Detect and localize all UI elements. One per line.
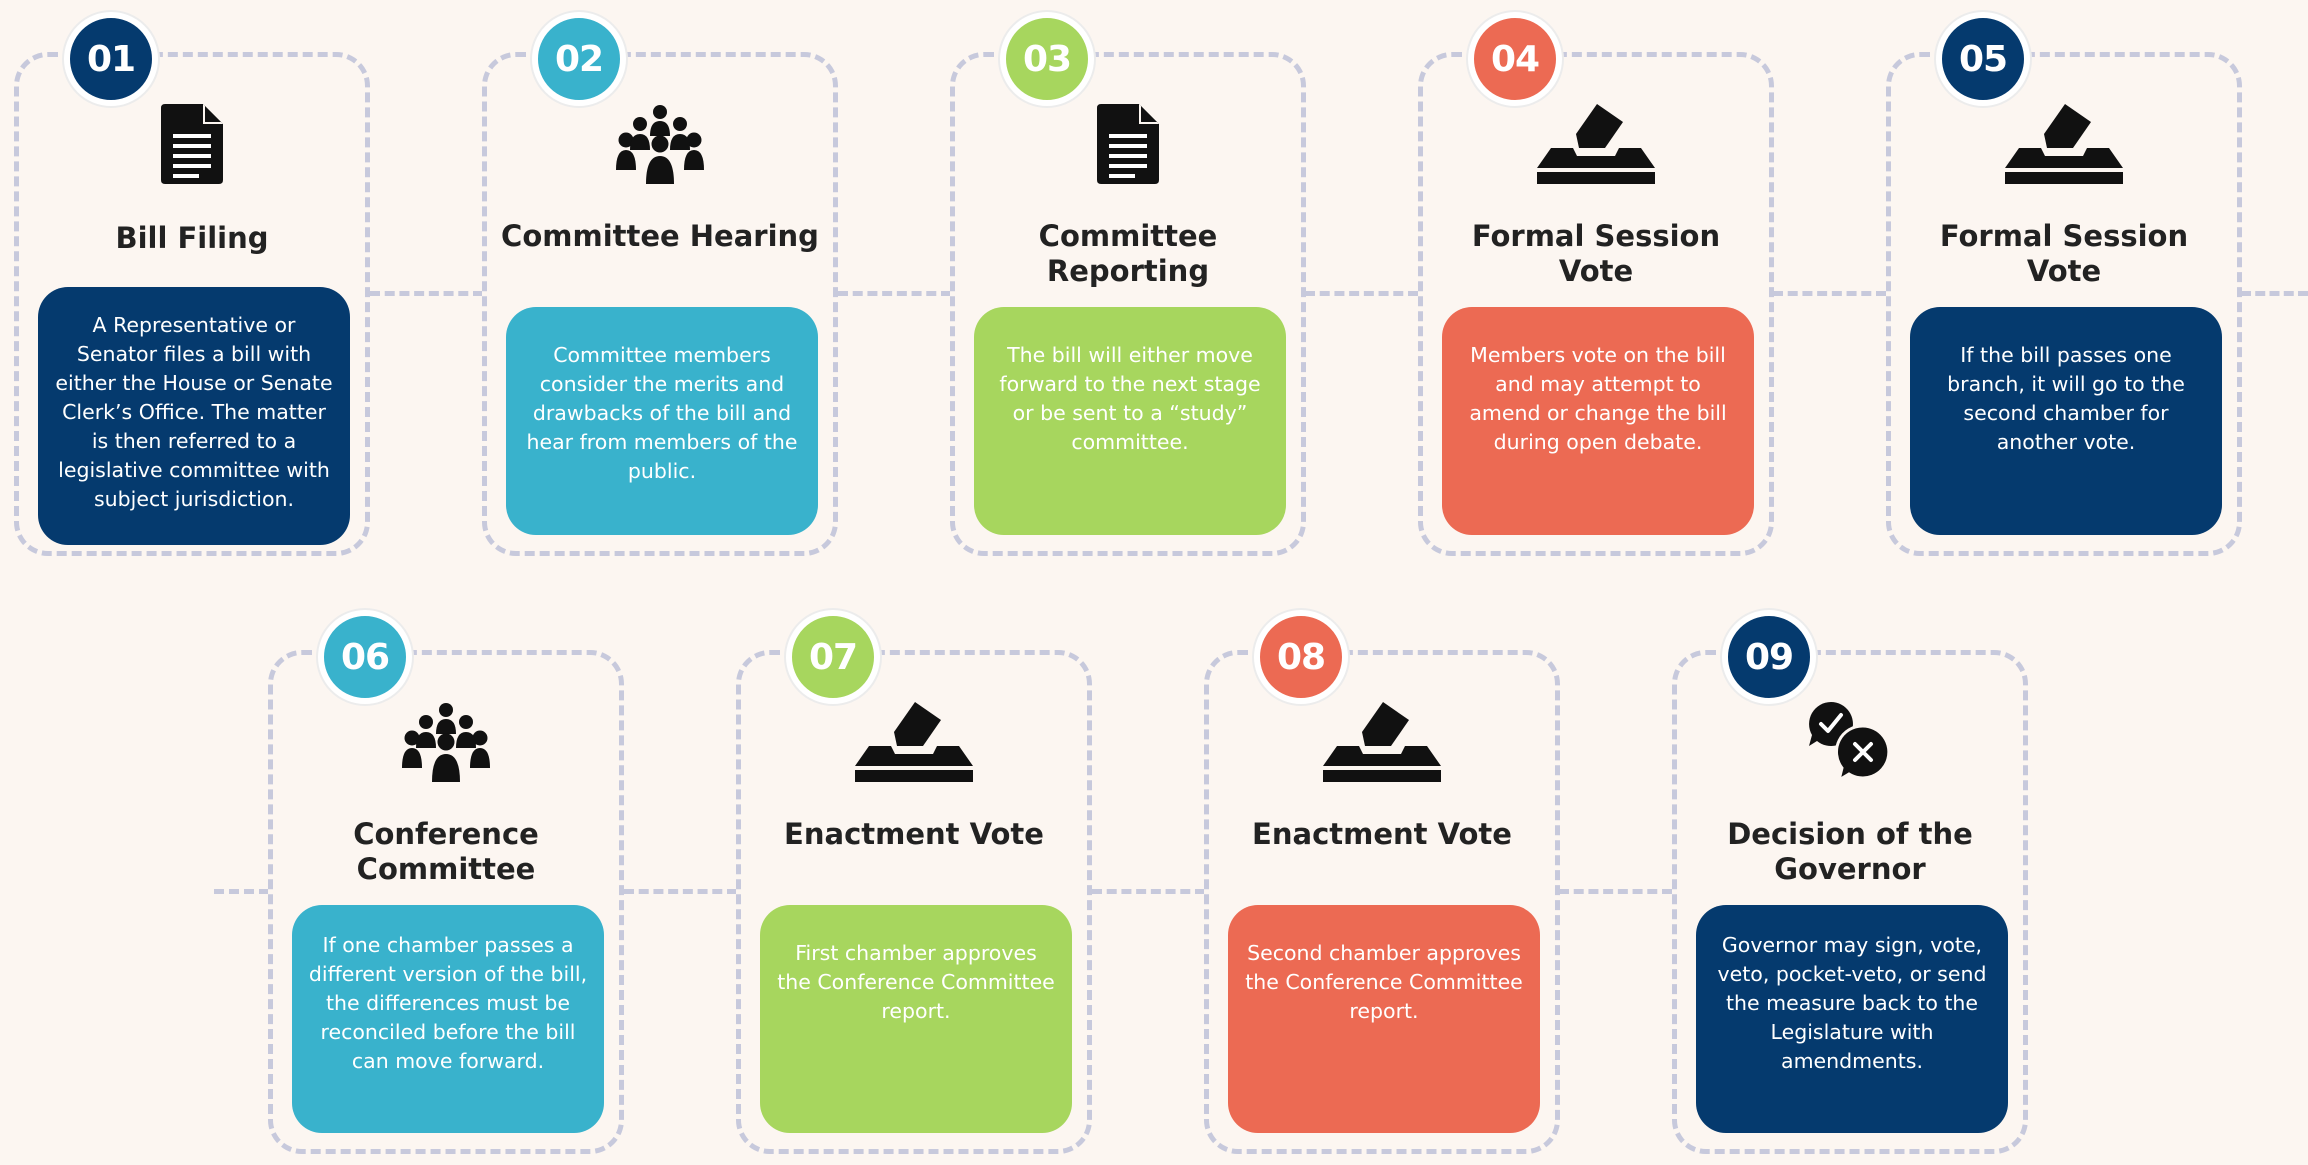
step-title: Committee Hearing [501, 219, 819, 253]
connector-5-next [2241, 291, 2308, 296]
connector-1-2 [370, 291, 483, 296]
step-card-01: 01 Bill Filing A Representative or Senat… [14, 12, 370, 556]
step-title: Conference Committee [353, 817, 539, 886]
connector-8-9 [1559, 889, 1672, 894]
step-number-badge: 07 [786, 610, 880, 704]
step-title: Bill Filing [115, 221, 269, 255]
step-card-03: 03 Committee Reporting The bill will eit… [950, 12, 1306, 556]
step-title: Formal Session Vote [1471, 219, 1721, 288]
step-card-09: 09 Decision of the Governor Governor may… [1672, 610, 2028, 1154]
group-icon [273, 699, 619, 785]
ballot-box-icon [741, 699, 1087, 785]
step-description: First chamber approves the Conference Co… [760, 905, 1072, 1133]
step-description: The bill will either move forward to the… [974, 307, 1286, 535]
step-description: Members vote on the bill and may attempt… [1442, 307, 1754, 535]
connector-6-7 [624, 889, 737, 894]
connector-prev-6 [214, 889, 269, 894]
step-title: Committee Reporting [1038, 219, 1218, 288]
step-title: Enactment Vote [784, 817, 1044, 851]
step-description: If one chamber passes a different versio… [292, 905, 604, 1133]
connector-2-3 [838, 291, 951, 296]
step-number-badge: 05 [1936, 12, 2030, 106]
ballot-box-icon [1891, 101, 2237, 187]
step-title: Enactment Vote [1252, 817, 1512, 851]
step-description: Committee members consider the merits an… [506, 307, 818, 535]
step-number-badge: 02 [532, 12, 626, 106]
step-number-badge: 08 [1254, 610, 1348, 704]
step-card-07: 07 Enactment Vote First chamber approves… [736, 610, 1092, 1154]
connector-7-8 [1092, 889, 1205, 894]
approve-reject-icon [1677, 699, 2023, 785]
ballot-box-icon [1423, 101, 1769, 187]
step-card-02: 02 Committee Hearing Committee members c… [482, 12, 838, 556]
connector-4-5 [1773, 291, 1886, 296]
step-card-06: 06 Conference Committee If one chamber p… [268, 610, 624, 1154]
step-number-badge: 06 [318, 610, 412, 704]
step-number-badge: 03 [1000, 12, 1094, 106]
step-description: If the bill passes one branch, it will g… [1910, 307, 2222, 535]
step-card-05: 05 Formal Session Vote If the bill passe… [1886, 12, 2242, 556]
step-description: A Representative or Senator files a bill… [38, 287, 350, 545]
step-card-08: 08 Enactment Vote Second chamber approve… [1204, 610, 1560, 1154]
step-number-badge: 04 [1468, 12, 1562, 106]
step-number-badge: 09 [1722, 610, 1816, 704]
step-title: Formal Session Vote [1939, 219, 2189, 288]
group-icon [487, 101, 833, 187]
connector-3-4 [1305, 291, 1418, 296]
step-description: Governor may sign, vote, veto, pocket-ve… [1696, 905, 2008, 1133]
step-card-04: 04 Formal Session Vote Members vote on t… [1418, 12, 1774, 556]
document-icon [955, 101, 1301, 187]
step-title: Decision of the Governor [1727, 817, 1973, 886]
document-icon [19, 101, 365, 187]
step-number-badge: 01 [64, 12, 158, 106]
step-description: Second chamber approves the Conference C… [1228, 905, 1540, 1133]
ballot-box-icon [1209, 699, 1555, 785]
